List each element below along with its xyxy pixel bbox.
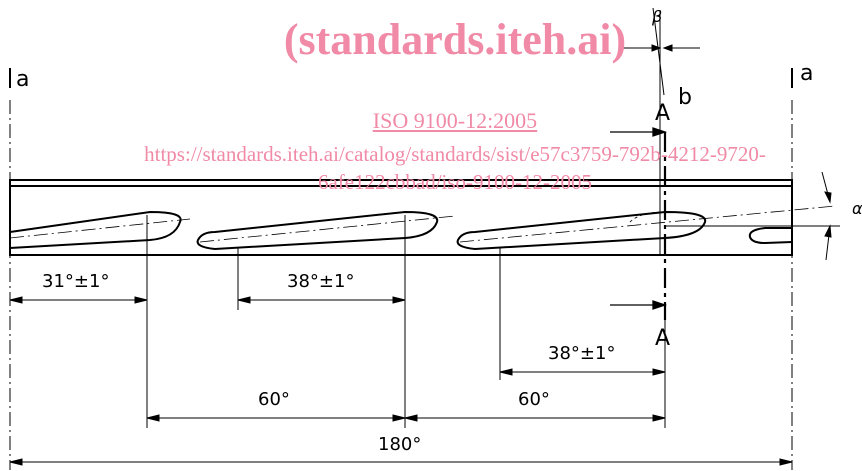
dim-31-label: 31°±1° (42, 271, 109, 292)
dim-38-mid-line (237, 296, 406, 304)
label-A-bottom: A (655, 326, 670, 351)
dim-60-right-line (404, 414, 666, 422)
slot-4 (748, 227, 793, 245)
alpha-angle-marker (665, 171, 840, 261)
label-beta: β (651, 7, 662, 26)
watermark-url-line2[interactable]: 6afe122cbbad/iso-9100-12-2005 (317, 170, 593, 194)
dim-60-left-label: 60° (258, 389, 290, 410)
dim-31-line (9, 296, 148, 304)
dim-38-mid-label: 38°±1° (287, 271, 354, 292)
dim-38-right-line (499, 368, 666, 376)
dim-38-right-label: 38°±1° (548, 343, 615, 364)
dim-180-line (9, 458, 793, 466)
dim-60-right-label: 60° (518, 389, 550, 410)
watermark-iso-link[interactable]: ISO 9100-12:2005 (372, 108, 538, 133)
label-A-top: A (655, 101, 670, 126)
beta-angle-marker (620, 7, 700, 96)
section-cut-A (610, 80, 668, 320)
watermark-url-line1[interactable]: https://standards.iteh.ai/catalog/standa… (144, 142, 766, 166)
dim-180-label: 180° (378, 434, 421, 455)
label-a-right: a (800, 61, 813, 86)
dim-60-left-line (146, 414, 406, 422)
label-a-left: a (16, 67, 29, 92)
watermark-title: (standards.iteh.ai) (283, 15, 627, 64)
label-b: b (678, 85, 692, 110)
label-alpha: α (852, 199, 862, 218)
slot-2 (196, 210, 456, 251)
slot-1 (9, 210, 191, 249)
bar-outline (9, 179, 793, 256)
extension-lines (146, 215, 666, 428)
